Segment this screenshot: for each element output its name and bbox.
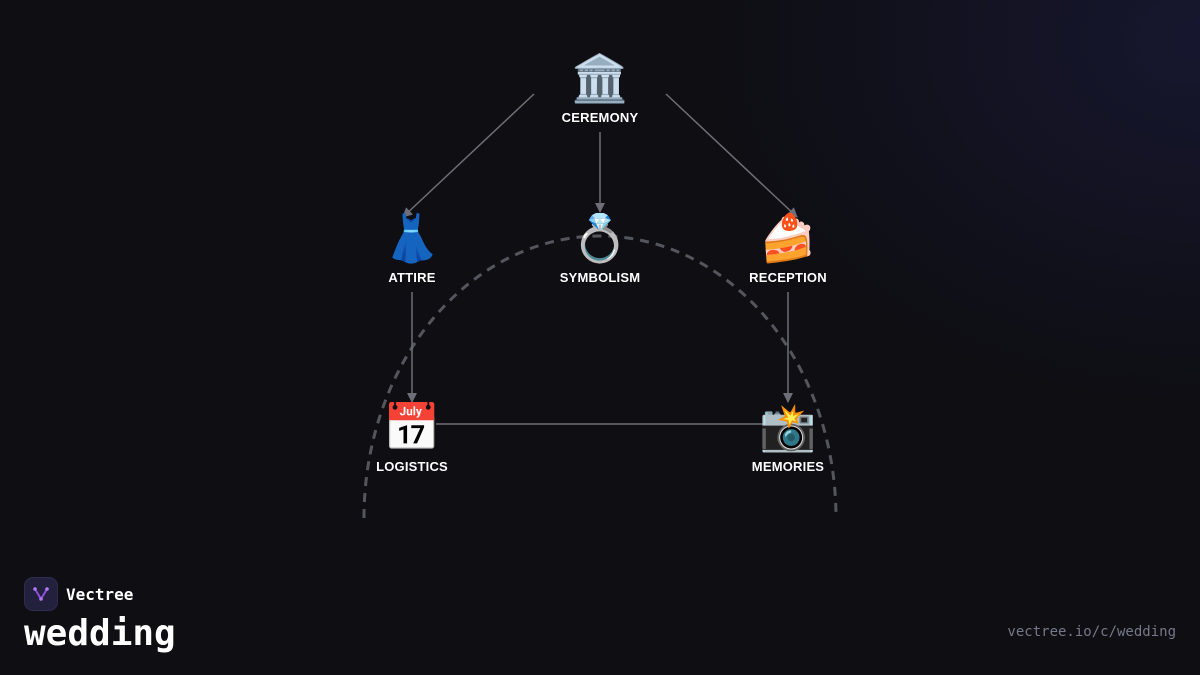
node-label: SYMBOLISM bbox=[559, 270, 641, 285]
node-attire[interactable]: 👗 ATTIRE bbox=[342, 210, 482, 285]
node-label: RECEPTION bbox=[749, 270, 827, 285]
node-symbolism[interactable]: 💍 SYMBOLISM bbox=[530, 210, 670, 285]
node-label: ATTIRE bbox=[388, 270, 436, 285]
node-logistics[interactable]: 📅 LOGISTICS bbox=[342, 399, 482, 474]
page-title: wedding bbox=[24, 613, 176, 654]
node-label: MEMORIES bbox=[751, 459, 825, 474]
classical-building-icon: 🏛️ bbox=[571, 51, 629, 105]
page-url[interactable]: vectree.io/c/wedding bbox=[1007, 624, 1176, 640]
edge-ceremony-attire bbox=[402, 93, 535, 218]
node-memories[interactable]: 📸 MEMORIES bbox=[718, 399, 858, 474]
ring-icon: 💍 bbox=[571, 211, 629, 265]
dashed-arc bbox=[362, 234, 838, 519]
brand-name: Vectree bbox=[66, 584, 134, 604]
vectree-logo-icon bbox=[24, 577, 58, 611]
node-label: CEREMONY bbox=[561, 110, 639, 125]
camera-flash-icon: 📸 bbox=[759, 400, 817, 454]
node-label: LOGISTICS bbox=[376, 459, 448, 474]
brand[interactable]: Vectree bbox=[24, 577, 133, 611]
calendar-icon: 📅 bbox=[383, 400, 441, 454]
node-ceremony[interactable]: 🏛️ CEREMONY bbox=[530, 50, 670, 125]
node-reception[interactable]: 🍰 RECEPTION bbox=[718, 210, 858, 285]
edge-ceremony-reception bbox=[665, 93, 798, 218]
cake-icon: 🍰 bbox=[759, 211, 817, 265]
dress-icon: 👗 bbox=[383, 211, 441, 265]
